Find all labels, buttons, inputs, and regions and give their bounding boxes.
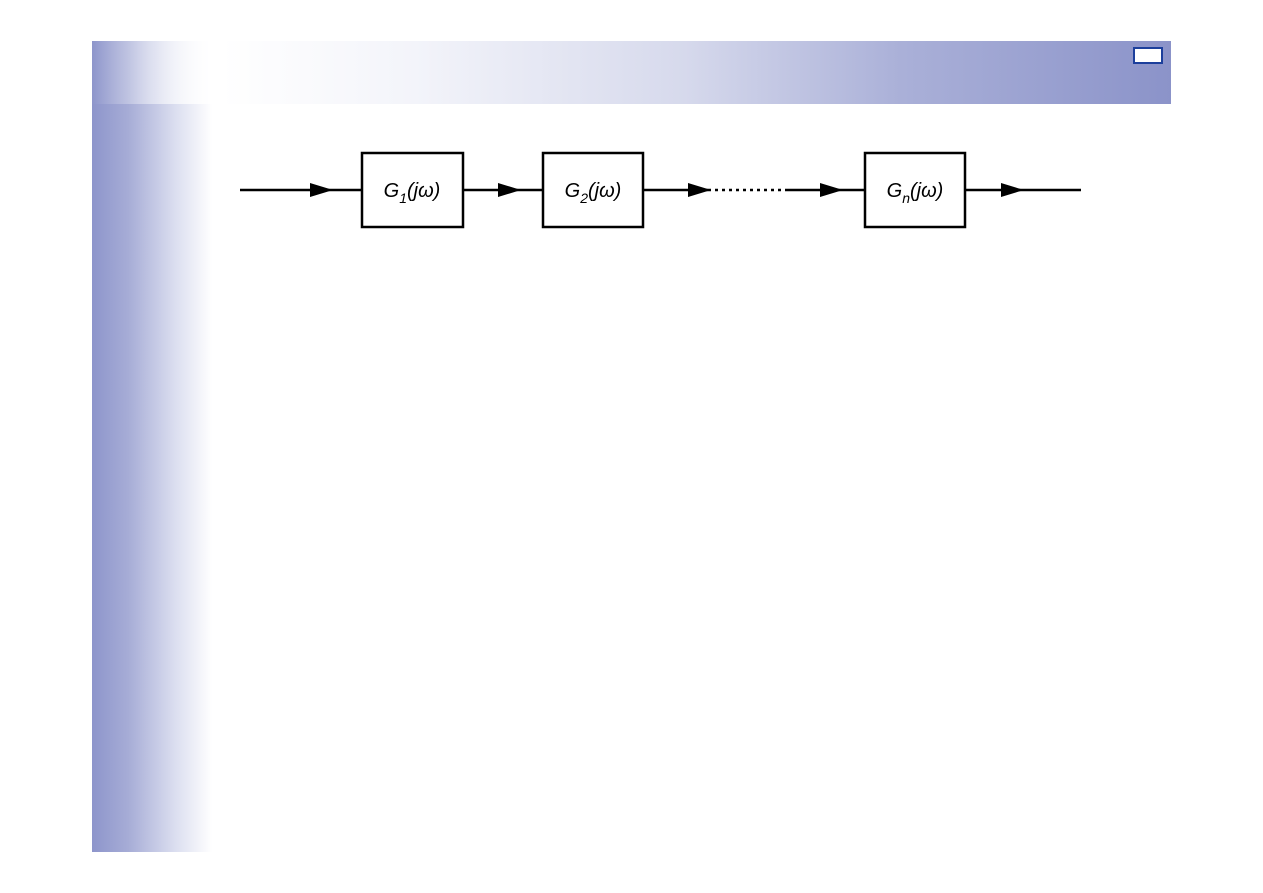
arrow-head <box>310 183 333 197</box>
block-g1: G1(jω) <box>360 151 465 229</box>
block-g1-label: G1(jω) <box>384 180 441 206</box>
arrow-head <box>688 183 711 197</box>
block-g2: G2(jω) <box>541 151 645 229</box>
block-gn: Gn(jω) <box>863 151 967 229</box>
top-gradient-band <box>92 41 1171 104</box>
arrow-head <box>498 183 521 197</box>
block-g2-label: G2(jω) <box>565 180 622 206</box>
arrow-head <box>820 183 843 197</box>
left-gradient-band <box>92 41 212 852</box>
corner-marker-box <box>1133 47 1163 64</box>
block-gn-label: Gn(jω) <box>887 180 944 206</box>
arrow-head <box>1001 183 1024 197</box>
